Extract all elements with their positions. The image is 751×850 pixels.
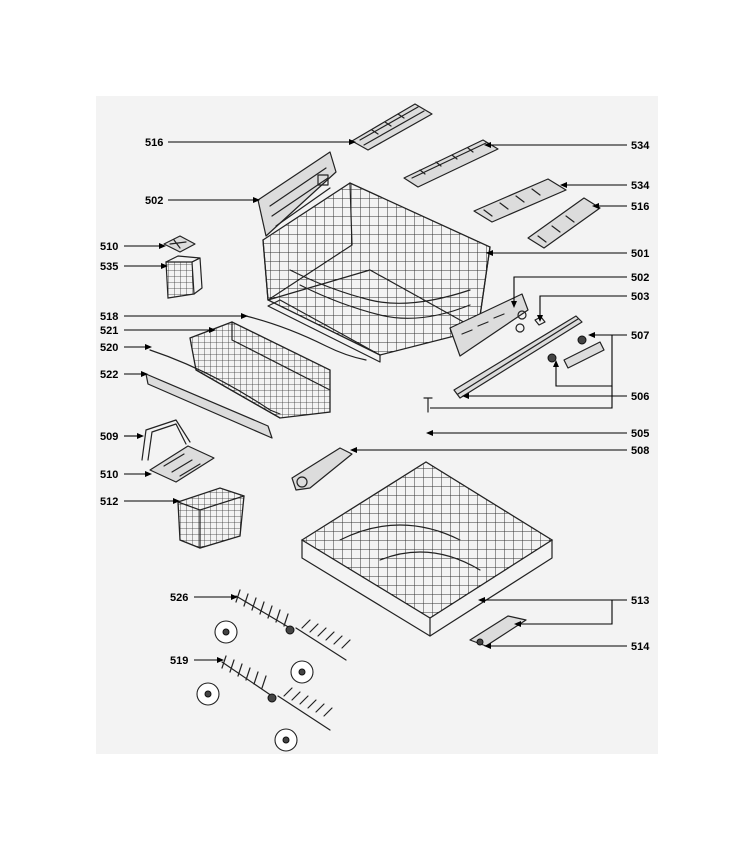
part-501-upper-rack: [262, 182, 491, 363]
part-516-right-insert: [527, 197, 601, 249]
callout-507: 507: [631, 330, 649, 342]
callout-534: 534: [631, 180, 650, 192]
part-506-rail: [453, 315, 583, 399]
callout-520: 520: [100, 342, 118, 354]
callout-512: 512: [100, 496, 118, 508]
part-519-tine-row: [196, 655, 333, 752]
callout-510: 510: [100, 241, 118, 253]
callout-508: 508: [631, 445, 649, 457]
part-509-handle: [141, 419, 191, 461]
part-510-basket-lid: [149, 445, 215, 483]
part-521-cutlery-tray: [189, 321, 331, 419]
callout-514: 514: [631, 641, 650, 653]
part-502-rail-bracket: [449, 293, 529, 357]
callout-522: 522: [100, 369, 118, 381]
part-526-tine-row: [214, 589, 351, 684]
part-516-top-insert: [351, 103, 433, 151]
callout-506: 506: [631, 391, 649, 403]
callout-516: 516: [631, 201, 649, 213]
callout-labels: 516 534 502 534 516 510 501 535 502 503 …: [100, 137, 650, 667]
callout-521: 521: [100, 325, 118, 337]
callout-518: 518: [100, 311, 118, 323]
part-513-lower-rack: [300, 461, 554, 637]
callout-502: 502: [145, 195, 163, 207]
callout-509: 509: [100, 431, 118, 443]
part-520-wire: [149, 349, 281, 415]
part-535-small-basket: [165, 255, 203, 299]
part-508-nozzle: [291, 447, 353, 491]
callout-535: 535: [100, 261, 118, 273]
part-507-roller-assembly: [547, 335, 605, 369]
part-522-rail: [145, 373, 273, 439]
callout-526: 526: [170, 592, 188, 604]
part-505-screw: [423, 397, 433, 413]
callout-534: 534: [631, 140, 650, 152]
callout-505: 505: [631, 428, 649, 440]
part-518-wire: [245, 315, 367, 361]
leader-lines: [124, 139, 627, 663]
callout-503: 503: [631, 291, 649, 303]
callout-510: 510: [100, 469, 118, 481]
part-534-upper-insert: [403, 139, 499, 188]
part-514-wheel: [469, 615, 527, 647]
part-512-cutlery-basket: [177, 487, 245, 549]
part-502-side-panel: [257, 151, 337, 237]
callout-513: 513: [631, 595, 649, 607]
callout-519: 519: [170, 655, 188, 667]
part-534-lower-insert: [473, 178, 567, 223]
callout-516: 516: [145, 137, 163, 149]
callout-502: 502: [631, 272, 649, 284]
callout-501: 501: [631, 248, 649, 260]
part-510-small-lid: [163, 235, 196, 253]
